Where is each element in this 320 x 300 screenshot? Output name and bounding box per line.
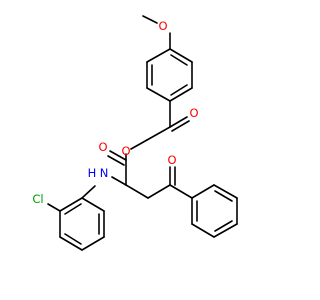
svg-text:H: H [88,166,97,180]
chlorophenyl-ring [47,197,105,251]
ester-group [107,150,127,186]
svg-text:O: O [121,144,130,158]
phenyl-ring [191,184,238,238]
atom-o-ketone-right: O [167,153,176,167]
svg-text:O: O [98,140,107,154]
atom-cl: Cl [32,192,43,206]
svg-text:O: O [167,153,176,167]
molecule-structure: O O O O O N H Cl [32,15,238,251]
atom-o-carbonyl: O [98,140,107,154]
amine-linker [81,185,96,199]
svg-text:O: O [158,19,167,33]
methoxyphenyl-ring [146,48,193,102]
svg-text:N: N [100,166,109,180]
atom-o-ketone-top: O [189,106,198,120]
svg-text:Cl: Cl [32,192,43,206]
acyl-linker [130,100,190,150]
atom-o-methoxy: O [158,19,167,33]
methoxy-group [142,15,171,50]
atom-n-amine: N H [88,166,109,180]
butanoate-backbone [111,166,193,199]
atom-o-ester: O [121,144,130,158]
svg-text:O: O [189,106,198,120]
